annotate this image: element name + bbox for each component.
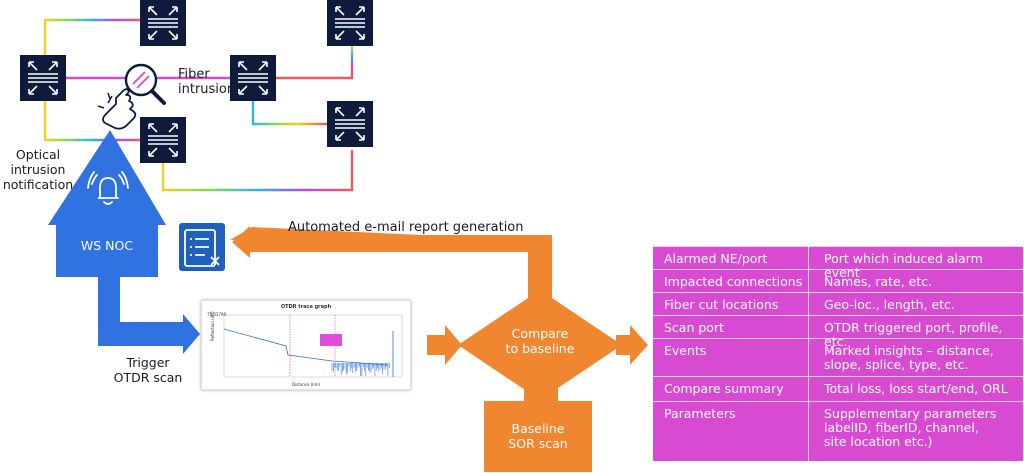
network-node-icon: [139, 116, 187, 164]
trigger-arrow: [98, 277, 200, 354]
network-node-icon: [229, 54, 277, 102]
baseline-label: Baseline SOR scan: [508, 421, 568, 451]
baseline-box: [484, 401, 592, 472]
row-desc: Total loss, loss start/end, ORL: [824, 381, 1008, 396]
fiber-intrusion-label: Fiber intrusion: [178, 67, 236, 97]
table-row: Compare summary Total loss, loss start/e…: [653, 376, 1023, 402]
hand-pointer-icon: [97, 88, 137, 130]
row-name: Alarmed NE/port: [664, 251, 768, 266]
network-node-icon: [139, 0, 187, 47]
row-name: Parameters: [664, 406, 736, 421]
orange-flow: [230, 226, 648, 472]
network-node-icon: [326, 0, 374, 47]
table-row: Scan port OTDR triggered port, profile, …: [653, 315, 1023, 349]
fiber-links: [43, 18, 354, 192]
otdr-tag: 75.33798: [207, 312, 227, 317]
otdr-xlabel: Distance (km): [291, 382, 321, 387]
row-name: Impacted connections: [664, 274, 803, 289]
report-table: Alarmed NE/port Port which induced alarm…: [653, 246, 1023, 461]
email-report-label: Automated e-mail report generation: [288, 220, 524, 235]
row-name: Scan port: [664, 320, 724, 335]
optical-notification-label: Optical intrusion notification: [2, 147, 74, 192]
otdr-annotation: [320, 334, 342, 346]
row-desc: Geo-loc., length, etc.: [824, 297, 955, 312]
network-node-icon: [326, 100, 374, 148]
row-desc: Names, rate, etc.: [824, 274, 933, 289]
otdr-trace-graph: OTDR trace graph 75.33798 Reflection (dB…: [201, 300, 411, 390]
ws-noc-label: WS NOC: [80, 238, 134, 253]
ws-noc-box: [56, 225, 158, 277]
bell-alarm-icon: [87, 171, 129, 205]
otdr-plot: [223, 314, 403, 378]
row-desc: Marked insights – distance, slope, splic…: [824, 343, 994, 372]
compare-diamond: [458, 290, 622, 400]
trigger-otdr-label: Trigger OTDR scan: [113, 355, 183, 385]
table-divider: [808, 246, 809, 461]
table-row: Alarmed NE/port Port which induced alarm…: [653, 246, 1023, 280]
network-node-icon: [19, 54, 67, 102]
row-name: Compare summary: [664, 381, 784, 396]
compare-label: Compare to baseline: [505, 326, 575, 356]
table-row: Events Marked insights – distance, slope…: [653, 338, 1023, 377]
table-row: Parameters Supplementary parameters labe…: [653, 401, 1023, 462]
row-desc: Supplementary parameters labelID, fiberI…: [824, 406, 997, 449]
email-report-icon: [179, 223, 225, 271]
table-row: Impacted connections Names, rate, etc.: [653, 269, 1023, 293]
row-name: Events: [664, 343, 707, 358]
table-row: Fiber cut locations Geo-loc., length, et…: [653, 292, 1023, 316]
magnifier-icon: [124, 63, 166, 105]
otdr-title: OTDR trace graph: [280, 304, 332, 310]
row-name: Fiber cut locations: [664, 297, 779, 312]
